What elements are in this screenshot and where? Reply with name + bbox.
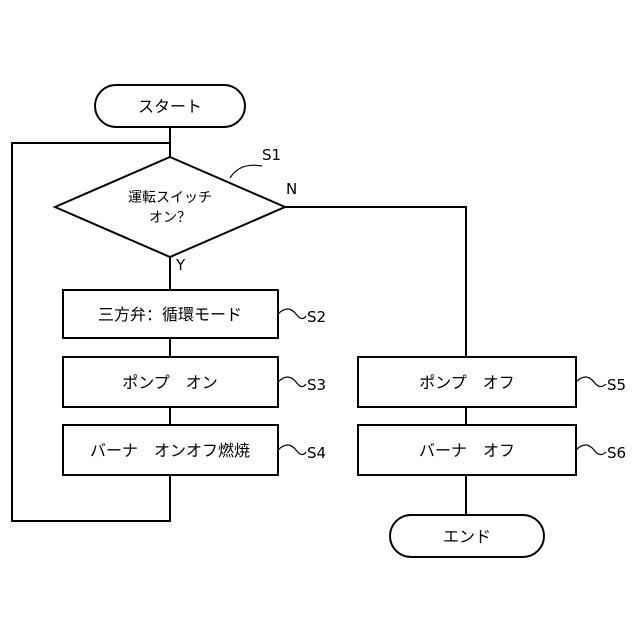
process-s2-label: 三方弁：循環モード	[98, 305, 242, 324]
no-branch-label: N	[286, 180, 297, 198]
decision-label-line2: オン？	[149, 210, 191, 226]
yes-branch-label: Y	[175, 256, 186, 274]
s3-leader	[278, 377, 306, 387]
s5-leader	[576, 377, 606, 387]
step-label-s1: S1	[262, 146, 281, 164]
step-label-s3: S3	[307, 376, 326, 394]
process-s4-label: バーナ オンオフ燃焼	[90, 441, 250, 460]
step-label-s5: S5	[607, 376, 626, 394]
step-label-s6: S6	[607, 444, 626, 462]
s1-leader	[230, 165, 262, 178]
s6-leader	[576, 445, 606, 455]
s2-leader	[278, 309, 306, 319]
process-s6-label: バーナ オフ	[419, 441, 515, 460]
end-label: エンド	[443, 527, 491, 546]
s4-leader	[278, 445, 306, 455]
step-label-s2: S2	[307, 308, 326, 326]
step-label-s4: S4	[307, 444, 326, 462]
connector-no-branch	[285, 207, 466, 357]
start-label: スタート	[138, 97, 202, 116]
decision-diamond	[55, 157, 285, 257]
process-s3-label: ポンプ オン	[122, 373, 218, 392]
decision-label-line1: 運転スイッチ	[128, 190, 212, 206]
process-s5-label: ポンプ オフ	[419, 373, 515, 392]
